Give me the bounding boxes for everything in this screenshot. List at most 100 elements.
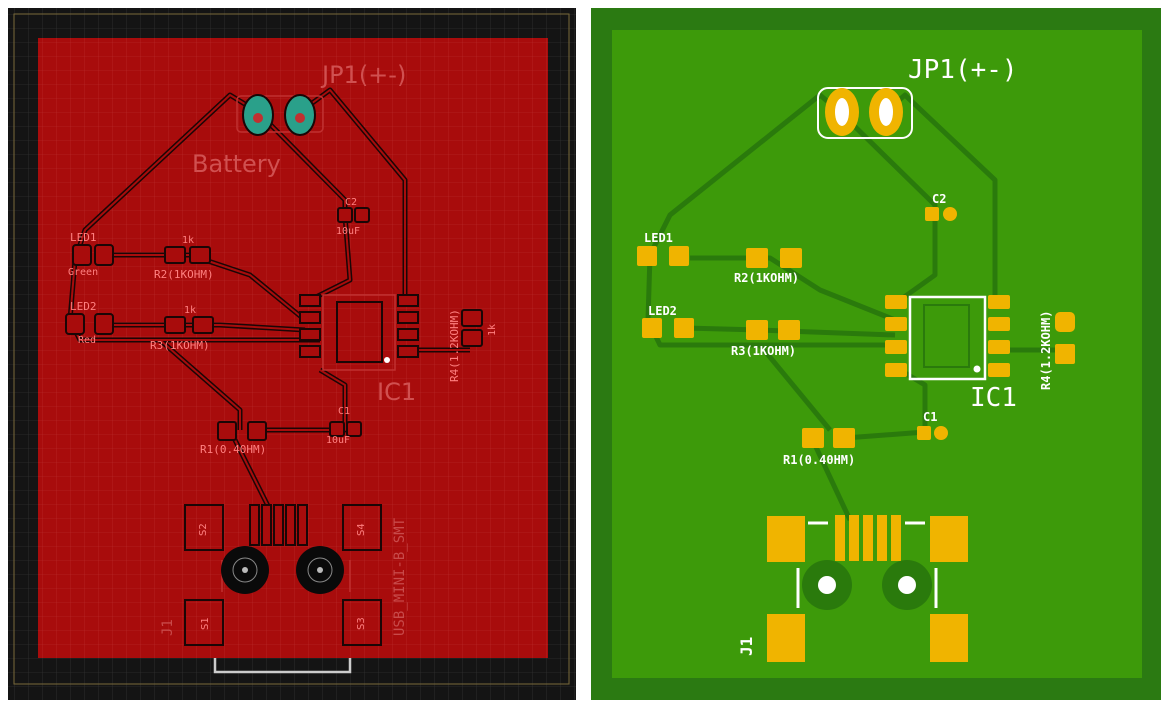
right-usb-connector[interactable] <box>767 515 968 662</box>
right-r4-pad[interactable] <box>1055 312 1075 332</box>
left-usb-s1-pad[interactable] <box>184 599 224 646</box>
left-r2-pad[interactable] <box>189 246 211 264</box>
left-usb-pin[interactable] <box>273 504 284 546</box>
right-jp1-connector[interactable] <box>817 87 913 139</box>
right-ic1-pin[interactable] <box>988 363 1010 377</box>
right-led2-pad[interactable] <box>674 318 694 338</box>
left-usb-shell-edge <box>213 658 352 674</box>
left-c2-pad[interactable] <box>337 207 353 223</box>
right-usb-pin[interactable] <box>863 515 873 561</box>
left-smd-pads <box>65 207 483 441</box>
left-usb-pin[interactable] <box>285 504 296 546</box>
right-ic1-pin[interactable] <box>988 317 1010 331</box>
right-usb-pin[interactable] <box>891 515 901 561</box>
right-pcb-render-view: JP1(+-) C2 LED1 R2(1KOHM) LED2 R3(1KOHM)… <box>591 8 1161 700</box>
left-labels: JP1(+-) Battery C2 10uF LED1 Green 1k R2… <box>68 61 498 636</box>
left-ic1-pin[interactable] <box>299 311 321 324</box>
right-led1-pad[interactable] <box>669 246 689 266</box>
left-usb-pin[interactable] <box>297 504 308 546</box>
left-trace-inner <box>260 369 346 431</box>
right-r1-pad[interactable] <box>833 428 855 448</box>
left-usb-mount-hole-center <box>317 567 323 573</box>
right-ic1-pin[interactable] <box>885 295 907 309</box>
right-c1-pad[interactable] <box>934 426 948 440</box>
left-usb-s4-pad[interactable] <box>342 504 382 551</box>
left-label-battery: Battery <box>192 150 281 178</box>
left-c1-pad[interactable] <box>329 421 345 437</box>
right-r1-pad[interactable] <box>802 428 824 448</box>
right-c1-pad[interactable] <box>917 426 931 440</box>
left-led2-pad[interactable] <box>65 313 85 335</box>
right-r4-pad[interactable] <box>1055 344 1075 364</box>
left-ic1-pin[interactable] <box>397 294 419 307</box>
left-usb-connector[interactable] <box>184 504 382 674</box>
right-ic1-pin[interactable] <box>885 363 907 377</box>
left-label-r3: R3(1KOHM) <box>150 339 210 352</box>
right-c2-pad[interactable] <box>925 207 939 221</box>
left-usb-s2-pad[interactable] <box>184 504 224 551</box>
right-usb-shield-pad[interactable] <box>930 614 968 662</box>
right-usb-shield-pad[interactable] <box>767 516 805 562</box>
left-ic1-pin[interactable] <box>299 328 321 341</box>
right-label-c1: C1 <box>923 410 937 424</box>
left-c1-pad[interactable] <box>346 421 362 437</box>
left-ic1-pin[interactable] <box>397 328 419 341</box>
left-c2-pad[interactable] <box>354 207 370 223</box>
right-label-led1: LED1 <box>644 231 673 245</box>
right-label-ic1: IC1 <box>970 383 1017 413</box>
right-usb-pin[interactable] <box>835 515 845 561</box>
left-label-led1-color: Green <box>68 267 98 278</box>
left-r4-pad[interactable] <box>461 329 483 347</box>
right-label-jp1: JP1(+-) <box>908 55 1018 85</box>
right-usb-shield-pad[interactable] <box>767 614 805 662</box>
right-usb-shield-pad[interactable] <box>930 516 968 562</box>
left-jp1-connector[interactable] <box>236 94 324 136</box>
right-r2-pad[interactable] <box>746 248 768 268</box>
left-led2-pad[interactable] <box>94 313 114 335</box>
right-ic1[interactable] <box>885 295 1010 381</box>
left-led1-pad[interactable] <box>72 244 92 266</box>
left-ic1-pin[interactable] <box>397 345 419 358</box>
left-label-r3-value: 1k <box>184 305 196 316</box>
right-ic1-pin[interactable] <box>885 340 907 354</box>
right-label-r1: R1(0.40HM) <box>783 453 855 467</box>
left-trace-inner <box>100 324 306 331</box>
right-r3-pad[interactable] <box>746 320 768 340</box>
left-r4-pad[interactable] <box>461 309 483 327</box>
right-label-led2: LED2 <box>648 304 677 318</box>
right-usb-pin[interactable] <box>877 515 887 561</box>
left-usb-pin[interactable] <box>249 504 260 546</box>
right-led2-pad[interactable] <box>642 318 662 338</box>
right-ic1-pins <box>885 295 1010 377</box>
right-usb-pin[interactable] <box>849 515 859 561</box>
left-ic1[interactable] <box>299 294 419 371</box>
left-r3-pad[interactable] <box>164 316 186 334</box>
left-ic1-pin[interactable] <box>397 311 419 324</box>
right-trace <box>812 443 853 522</box>
left-usb-s3-pad[interactable] <box>342 599 382 646</box>
left-usb-signal-pins <box>249 504 308 546</box>
right-smd-pads <box>637 207 1075 448</box>
left-led1-pad[interactable] <box>94 244 114 266</box>
left-label-ic1: IC1 <box>377 378 416 406</box>
right-ic1-pin[interactable] <box>988 295 1010 309</box>
right-r3-pad[interactable] <box>778 320 800 340</box>
right-led1-pad[interactable] <box>637 246 657 266</box>
left-trace-inner <box>299 89 406 300</box>
right-ic1-pin[interactable] <box>885 317 907 331</box>
left-label-r2: R2(1KOHM) <box>154 268 214 281</box>
left-usb-pin[interactable] <box>261 504 272 546</box>
left-ic1-pin[interactable] <box>299 294 321 307</box>
left-label-r4: R4(1.2KOHM) <box>448 309 461 382</box>
left-r2-pad[interactable] <box>164 246 186 264</box>
left-r3-pad[interactable] <box>192 316 214 334</box>
left-trace-inner <box>234 439 271 511</box>
left-r1-pad[interactable] <box>217 421 237 441</box>
right-usb-mount-hole <box>898 576 916 594</box>
right-r2-pad[interactable] <box>780 248 802 268</box>
right-label-r3: R3(1KOHM) <box>731 344 796 358</box>
right-c2-pad[interactable] <box>943 207 957 221</box>
left-ic1-pin[interactable] <box>299 345 321 358</box>
right-ic1-pin[interactable] <box>988 340 1010 354</box>
left-r1-pad[interactable] <box>247 421 267 441</box>
